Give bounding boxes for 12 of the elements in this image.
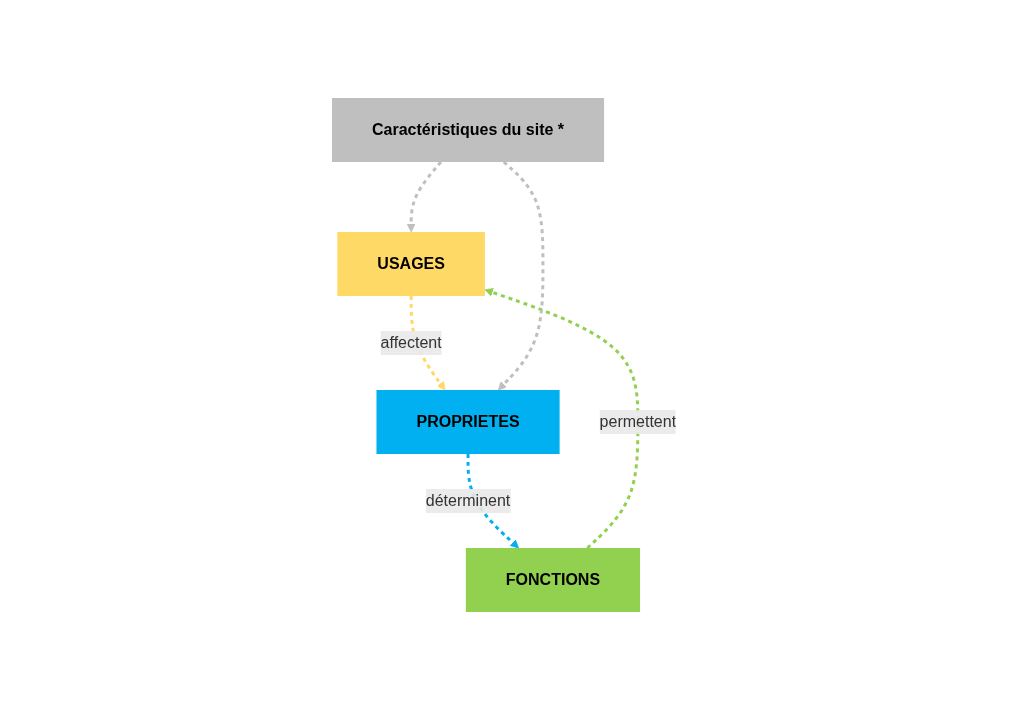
- node-box: FONCTIONS: [466, 547, 641, 612]
- arrow: [498, 160, 545, 390]
- arrow: [407, 160, 443, 232]
- edge-label: déterminent: [426, 491, 511, 509]
- arrow: [467, 453, 520, 548]
- edge-label: permettent: [600, 412, 677, 430]
- arrow: [410, 295, 446, 390]
- edge-label: affectent: [381, 333, 443, 351]
- node-box: Caractéristiques du site *: [332, 97, 605, 162]
- arrow: [485, 287, 640, 549]
- node-box: USAGES: [337, 231, 486, 296]
- node-box: PROPRIETES: [376, 389, 561, 454]
